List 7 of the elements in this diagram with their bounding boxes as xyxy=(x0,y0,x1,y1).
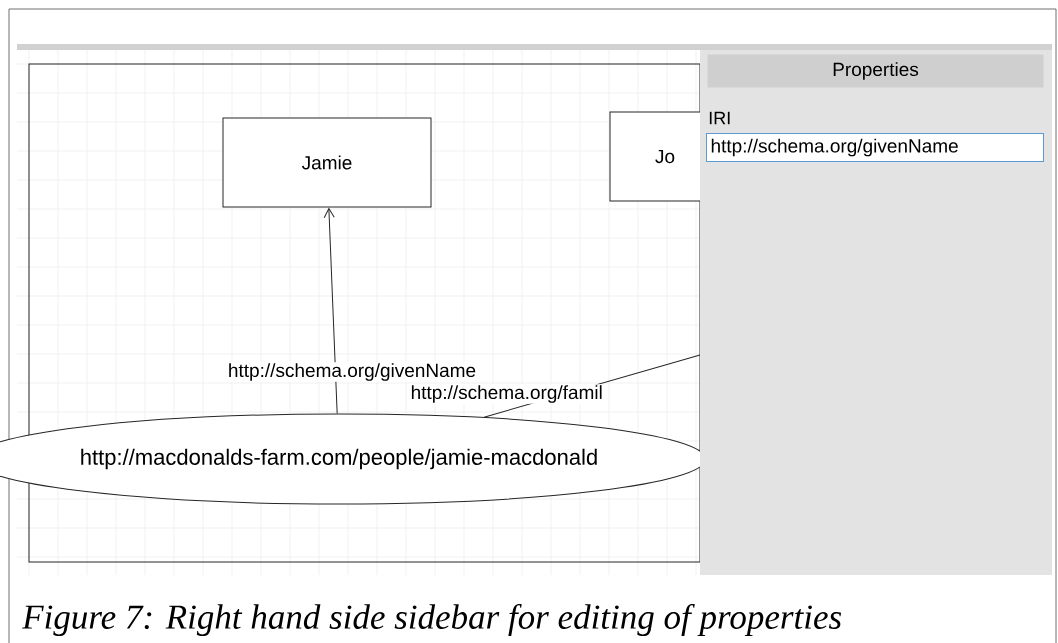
input-field: http://schema.org/givenName xyxy=(706,133,1044,162)
panel-header: Properties xyxy=(707,54,1044,88)
edge-label: http://schema.org/famil xyxy=(409,384,604,404)
arrow xyxy=(323,208,338,414)
figure-caption: Figure 7: Right hand side sidebar for editing of properties xyxy=(22,603,842,637)
literal-box: Jamie xyxy=(222,117,432,208)
edge-label: http://schema.org/givenName xyxy=(226,362,478,382)
